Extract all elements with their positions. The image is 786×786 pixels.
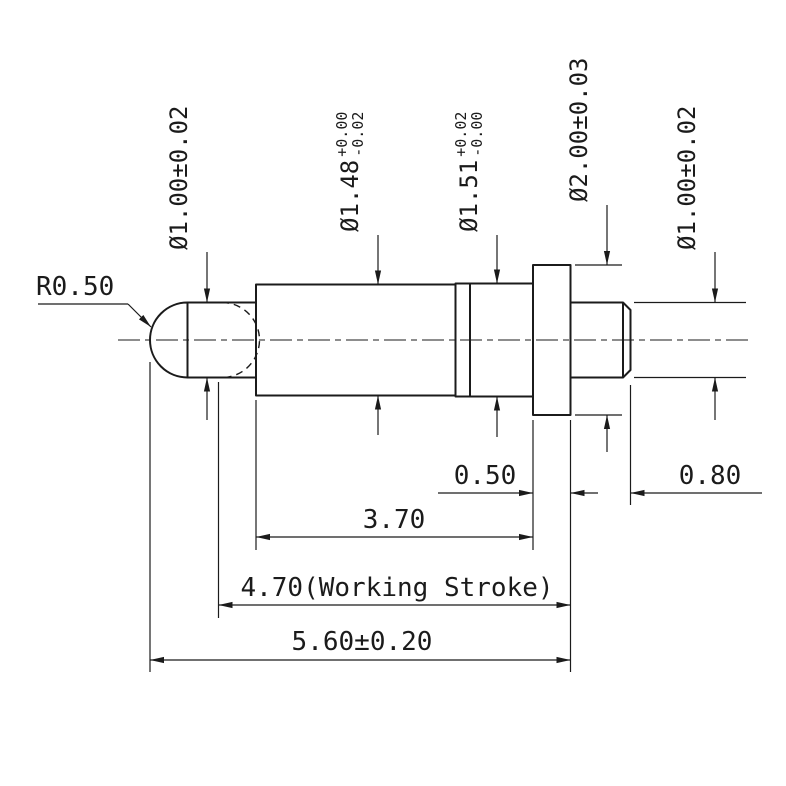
dia-label-barrel-text: Ø1.51 [455, 159, 483, 232]
dim-label-flange-thickness: 0.50 [453, 461, 517, 491]
dia-label-barrel: Ø1.51 +0.02 -0.00 [451, 111, 487, 232]
dia-label-tip: Ø1.00±0.02 [165, 106, 193, 251]
dia-label-plunger-text: Ø1.48 [336, 159, 364, 232]
radius-label: R0.50 [36, 272, 115, 302]
leader-lines [127, 205, 762, 497]
tolerance-upper: +0.00 [332, 111, 351, 157]
dim-label-body-length: 3.70 [362, 505, 426, 535]
dia-label-tail-text: Ø1.00±0.02 [673, 105, 701, 251]
dimension-lines [150, 533, 571, 664]
hidden-arc [221, 301, 261, 379]
dia-label-flange: Ø2.00±0.03 [565, 58, 593, 203]
dia-label-plunger: Ø1.48 +0.00 -0.02 [332, 111, 368, 232]
tolerance-lower: -0.02 [349, 111, 367, 157]
dia-label-flange-text: Ø2.00±0.03 [565, 57, 593, 203]
dim-label-working-stroke: 4.70(Working Stroke) [240, 573, 554, 603]
dia-label-plunger-tolerance: +0.00 -0.02 [332, 111, 368, 157]
tolerance-upper: +0.02 [451, 111, 470, 157]
extension-lines [38, 264, 746, 672]
dim-label-overall-length: 5.60±0.20 [291, 627, 433, 657]
dia-label-tail: Ø1.00±0.02 [673, 106, 701, 251]
tolerance-lower: -0.00 [468, 111, 486, 157]
dia-label-tip-text: Ø1.00±0.02 [165, 105, 193, 251]
dia-label-barrel-tolerance: +0.02 -0.00 [451, 111, 487, 157]
dim-label-tail-length: 0.80 [678, 461, 742, 491]
